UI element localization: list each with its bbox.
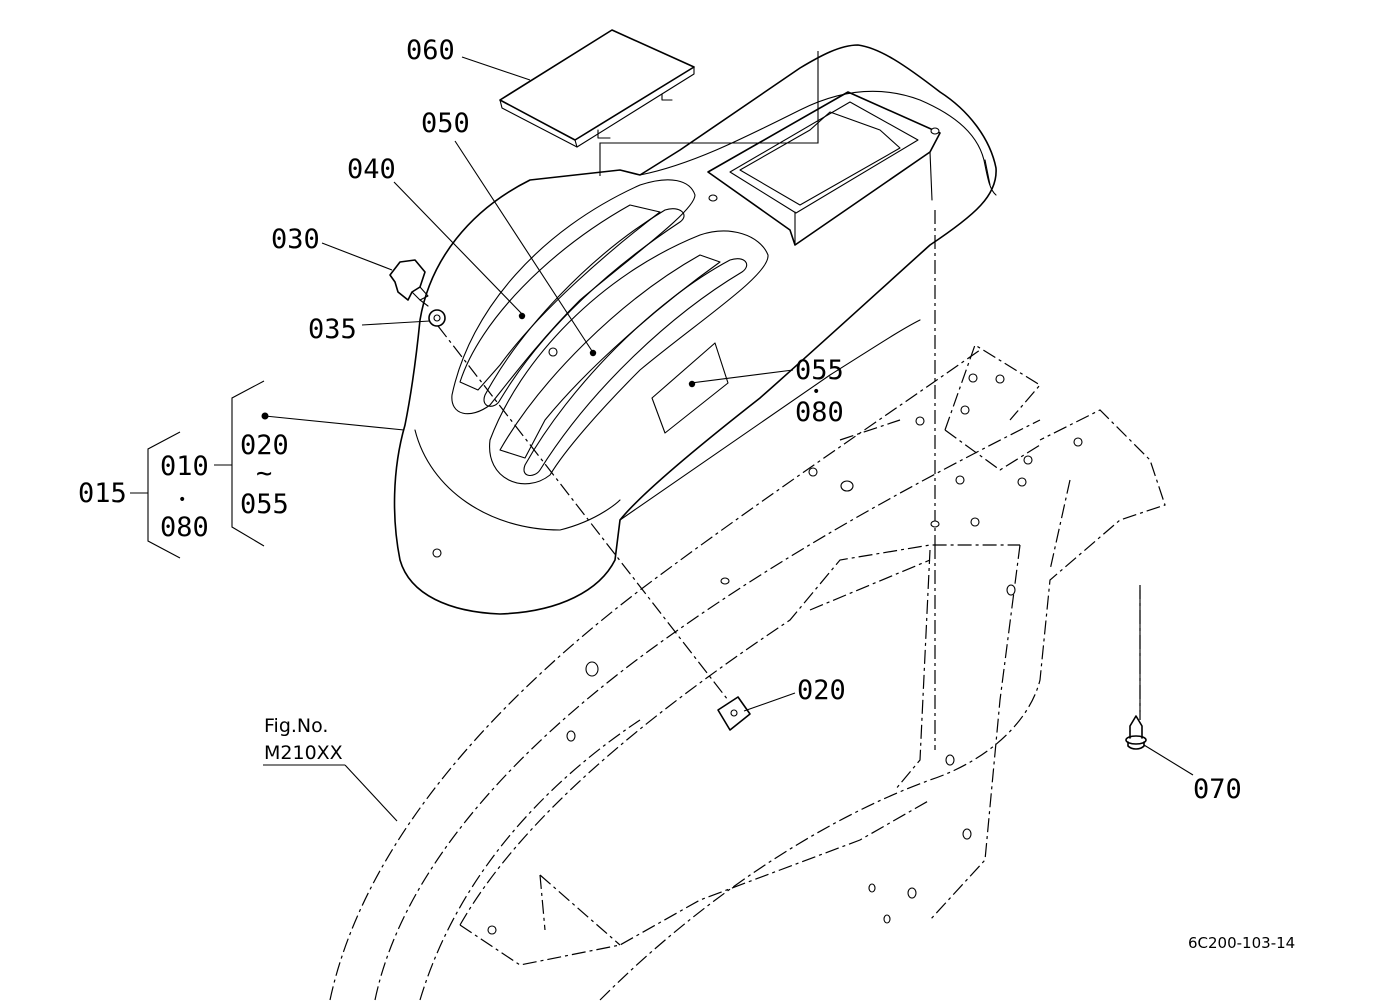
- fig-ref-label: Fig.No.: [264, 715, 328, 737]
- decal-055: [651, 342, 729, 434]
- callout-dot-050: [589, 349, 597, 357]
- knob-030: [389, 259, 429, 307]
- leader-lines: [263, 51, 1194, 822]
- callout-dot-range: [261, 412, 269, 420]
- callout-080-range: 080: [160, 512, 209, 543]
- callout-040: 040: [347, 154, 396, 185]
- callout-dot-040: [518, 312, 526, 320]
- range-tilde: ~: [256, 458, 272, 489]
- range-bracket: [130, 380, 265, 559]
- callout-050: 050: [421, 108, 470, 139]
- callout-015: 015: [78, 478, 127, 509]
- callout-035: 035: [308, 314, 357, 345]
- callout-dot-055: [688, 380, 696, 388]
- separator-dot-010-080: •: [178, 492, 186, 508]
- fig-ref-number: M210XX: [264, 742, 343, 764]
- callout-070: 070: [1193, 774, 1242, 805]
- drawing-code: 6C200-103-14: [1188, 934, 1295, 952]
- fender-phantom: [329, 210, 1166, 1001]
- separator-dot-055-080: •: [812, 384, 820, 400]
- grille-pad-050: [499, 254, 721, 459]
- callout-020-range: 020: [240, 430, 289, 461]
- callout-010: 010: [160, 451, 209, 482]
- washer-035: [428, 309, 446, 327]
- storage-lid-060: [499, 29, 695, 148]
- screw-070: [1125, 715, 1147, 750]
- clip-020: [717, 696, 751, 731]
- callout-055-range: 055: [240, 489, 289, 520]
- callout-060: 060: [406, 35, 455, 66]
- callout-055: 055: [795, 355, 844, 386]
- callout-020: 020: [797, 675, 846, 706]
- callout-080: 080: [795, 397, 844, 428]
- callout-030: 030: [271, 224, 320, 255]
- fender-cover-body: [393, 44, 997, 615]
